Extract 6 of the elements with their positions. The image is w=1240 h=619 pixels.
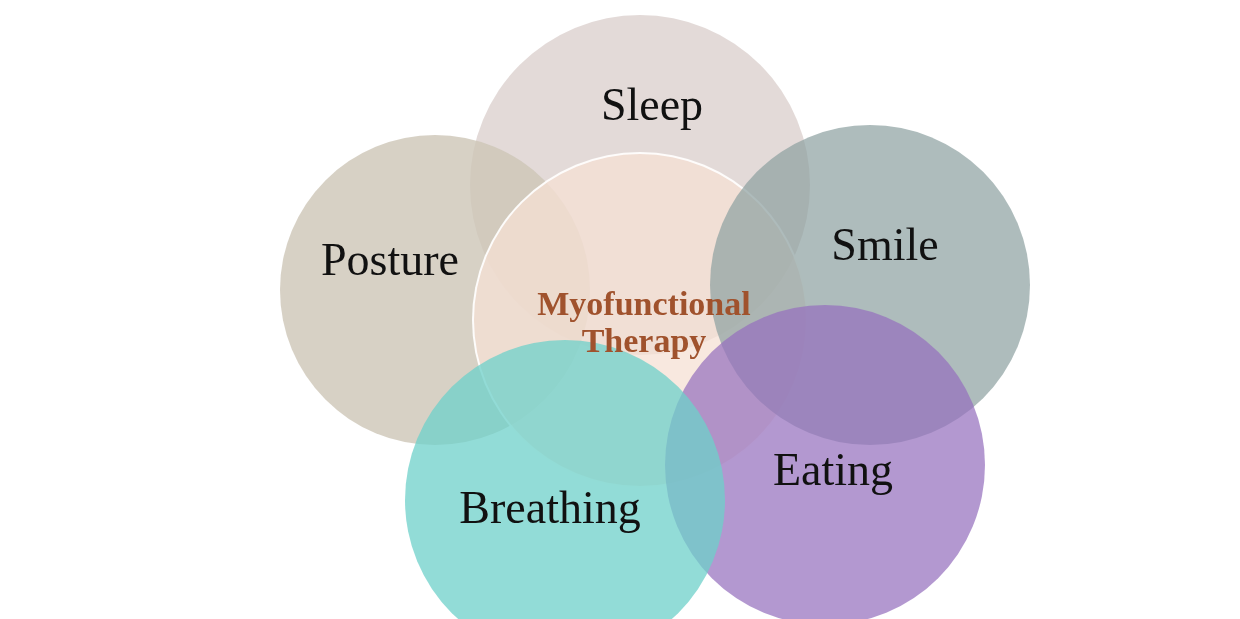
circle-label: Eating [772,444,894,496]
circle-label: Sleep [600,79,704,131]
circle-label: Breathing [459,482,641,534]
circle-label: Myofunctional Therapy [536,284,752,360]
circle-label: Posture [321,234,459,286]
circle-label: Smile [831,219,939,271]
